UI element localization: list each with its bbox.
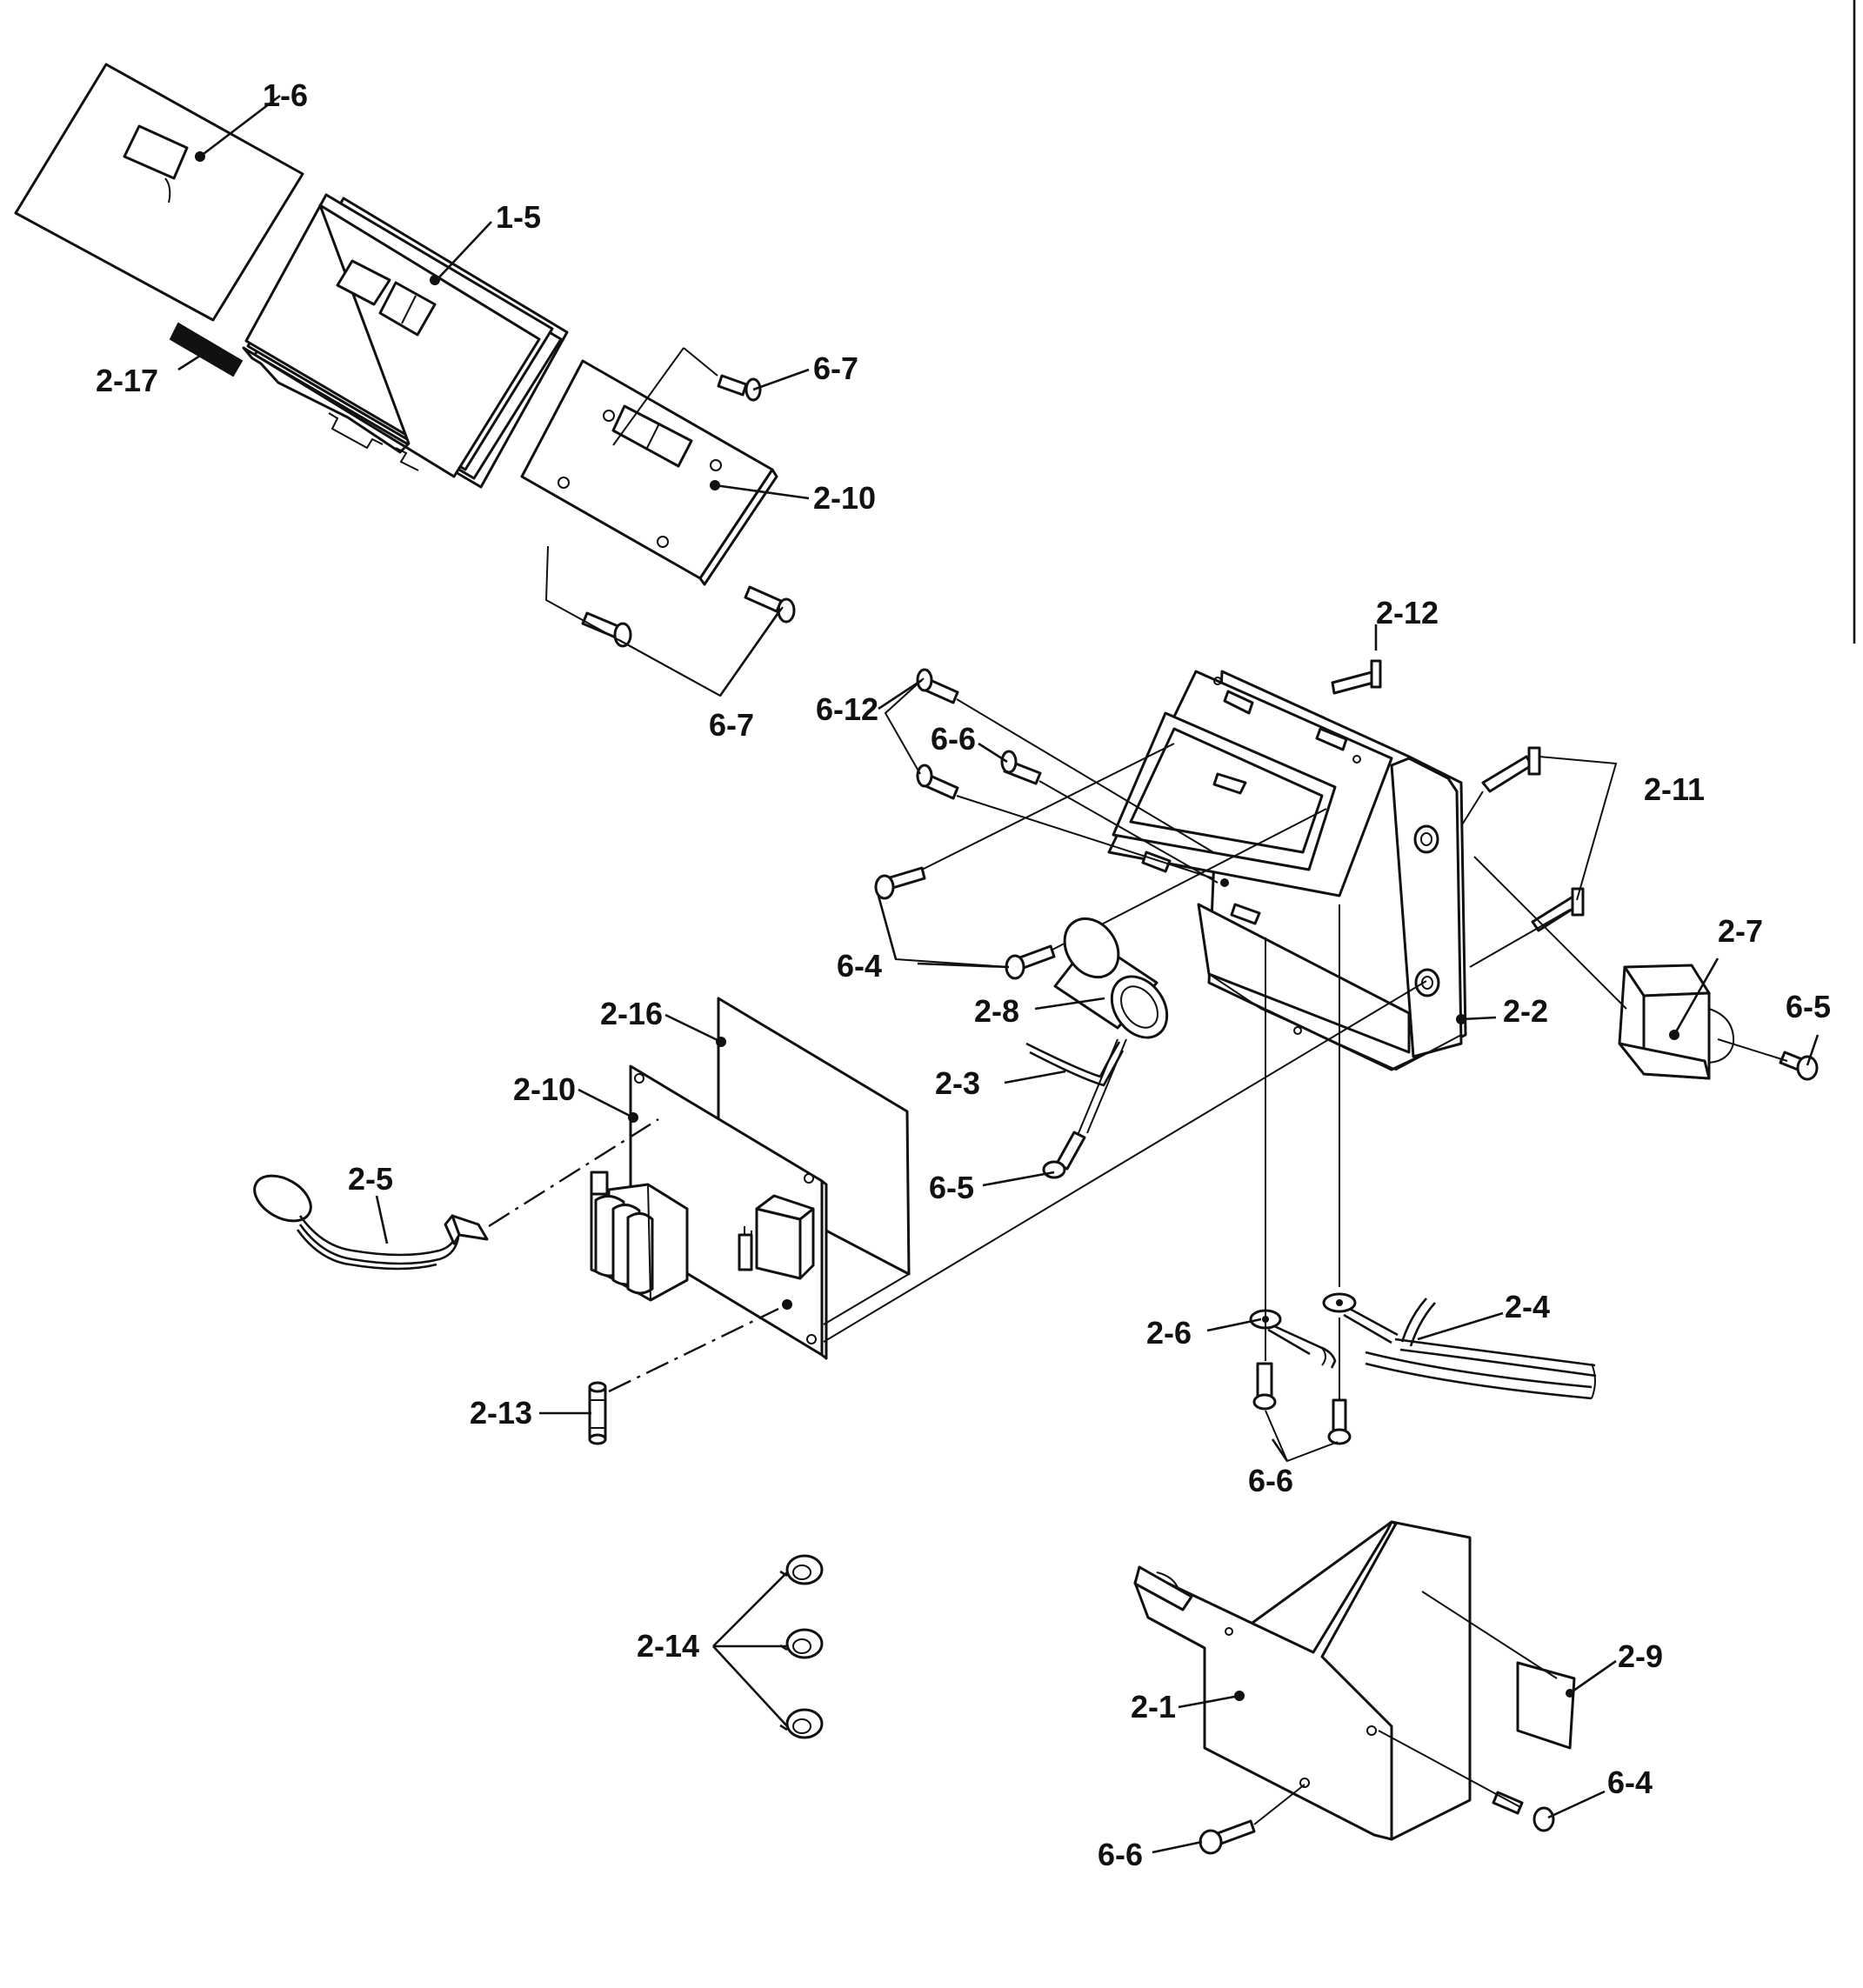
label-6-5-sleeve: 6-5 xyxy=(929,1170,974,1205)
screw-6-6-right xyxy=(1327,1398,1352,1445)
label-2-12: 2-12 xyxy=(1376,595,1439,630)
screw-6-7-right xyxy=(744,585,796,624)
part-cable-2-4 xyxy=(1322,1292,1597,1400)
part-harness-2-5 xyxy=(253,1174,489,1271)
clip-2-14-middle xyxy=(779,1628,824,1659)
screw-6-6-bracket xyxy=(1000,750,1042,785)
clip-2-14-top xyxy=(779,1554,824,1585)
label-6-6-bracket: 6-6 xyxy=(931,721,976,757)
label-6-4-upper: 6-4 xyxy=(837,948,882,984)
screw-6-7-left xyxy=(581,611,632,648)
label-2-10-upper: 2-10 xyxy=(813,480,876,516)
part-label-2-9 xyxy=(1516,1661,1576,1750)
label-6-12: 6-12 xyxy=(816,691,878,727)
label-2-17: 2-17 xyxy=(96,363,158,398)
screw-6-5-sleeve xyxy=(1042,1131,1086,1179)
screw-6-4-lower xyxy=(1005,944,1056,980)
part-foam-strip-2-17 xyxy=(169,322,244,377)
clip-2-14-bottom xyxy=(779,1708,824,1739)
label-2-1: 2-1 xyxy=(1131,1689,1176,1724)
pin-2-11-bottom xyxy=(1531,887,1585,932)
label-6-4-base: 6-4 xyxy=(1607,1765,1653,1800)
screw-6-5-relay xyxy=(1779,1051,1819,1081)
label-2-10-lower: 2-10 xyxy=(513,1071,576,1107)
pin-2-11-top xyxy=(1481,746,1541,793)
label-6-7-bottom: 6-7 xyxy=(709,707,754,743)
label-2-5: 2-5 xyxy=(348,1161,393,1197)
label-2-2: 2-2 xyxy=(1503,993,1548,1029)
label-2-13: 2-13 xyxy=(470,1395,532,1431)
label-2-16: 2-16 xyxy=(600,996,663,1031)
label-1-5: 1-5 xyxy=(496,199,541,235)
label-2-4: 2-4 xyxy=(1505,1289,1550,1324)
label-1-6: 1-6 xyxy=(263,77,308,113)
label-2-6: 2-6 xyxy=(1146,1315,1192,1351)
label-2-8: 2-8 xyxy=(974,993,1019,1029)
label-6-6-bottom: 6-6 xyxy=(1248,1463,1293,1498)
label-6-5-relay: 6-5 xyxy=(1786,989,1831,1024)
screw-2-12 xyxy=(1331,624,1382,695)
part-sleeve-2-8 xyxy=(1053,917,1169,1039)
part-ground-lug-2-6 xyxy=(1249,1309,1337,1369)
screw-6-4-base xyxy=(1492,1791,1555,1832)
screw-6-6-left xyxy=(1252,1362,1277,1411)
part-relay xyxy=(738,1194,815,1280)
screw-6-6-base xyxy=(1199,1819,1256,1855)
screw-6-12-top xyxy=(916,668,959,704)
screw-6-12-bottom xyxy=(916,764,959,800)
part-fuse-2-13 xyxy=(588,1381,607,1445)
label-2-11: 2-11 xyxy=(1644,771,1705,807)
label-2-3: 2-3 xyxy=(935,1065,980,1101)
part-control-board-1-5 xyxy=(242,193,569,489)
part-housing-bracket-2-2 xyxy=(1107,670,1467,1071)
part-relay-box-2-7 xyxy=(1618,964,1735,1080)
label-6-7-top: 6-7 xyxy=(813,350,858,386)
label-6-6-base: 6-6 xyxy=(1098,1837,1143,1872)
label-2-14: 2-14 xyxy=(637,1628,699,1664)
part-pc-board-upper-2-10 xyxy=(520,359,778,586)
part-pc-board-lower-2-10 xyxy=(628,1064,828,1360)
screw-6-7-top xyxy=(717,374,762,402)
part-cover-panel-1-6 xyxy=(14,63,304,322)
part-transformer xyxy=(590,1171,689,1302)
label-2-9: 2-9 xyxy=(1618,1638,1663,1674)
screw-6-4-upper xyxy=(874,866,926,900)
label-2-7: 2-7 xyxy=(1718,913,1763,949)
part-base-bracket-2-1 xyxy=(1133,1520,1472,1841)
